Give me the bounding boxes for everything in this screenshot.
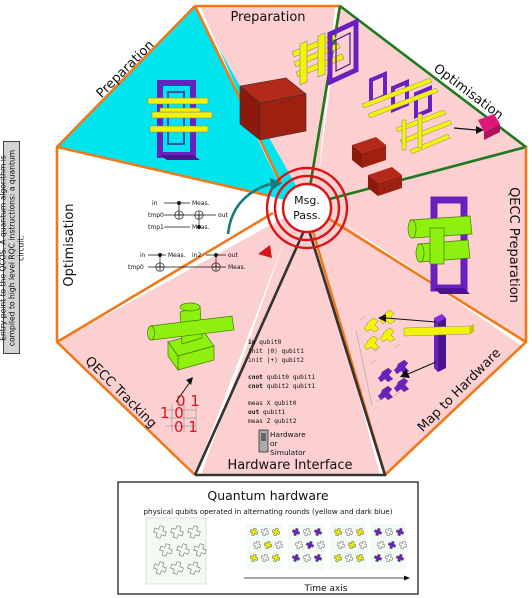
circuit-lower-meas: Meas.	[168, 252, 186, 259]
code-line: init |0⟩ qubit1	[248, 348, 304, 355]
hardware-lattice-qubits	[152, 524, 207, 575]
circuit-lower-meas2: Meas.	[228, 264, 246, 271]
device-label-line1: Hardware	[270, 430, 306, 439]
code-line: cnot qubit2 qubit1	[248, 383, 315, 390]
label-hardware-interface: Hardware Interface	[227, 458, 352, 473]
code-line: init |+⟩ qubit2	[248, 357, 304, 364]
code-line: meas Z qubit2	[248, 418, 297, 425]
hardware-title: Quantum hardware	[207, 488, 329, 503]
tracking-digits-row3: 0 1	[174, 418, 198, 436]
circuit-upper-tmp0: tmp0	[148, 212, 164, 219]
entry-point-note: Entry point to the QCOS. A quantum algor…	[3, 141, 20, 354]
hardware-subtitle: physical qubits operated in alternating …	[143, 507, 392, 516]
circuit-lower-tmp0: tmp0	[128, 264, 144, 271]
label-qecc-preparation: QECC Preparation	[506, 187, 521, 303]
circuit-lower-in2: in2	[192, 252, 201, 259]
hub-label-line2: Pass.	[293, 209, 321, 222]
code-line: cnot qubit0 qubit1	[248, 374, 315, 381]
circuit-upper-out: out	[218, 212, 228, 219]
device-label-line2: or	[270, 439, 279, 448]
circuit-lower-in: in	[140, 252, 146, 259]
circuit-upper-in: in	[152, 200, 158, 207]
circuit-upper-meas2: Meas.	[192, 224, 210, 231]
time-axis-label: Time axis	[304, 584, 348, 594]
label-optimisation-left: Optimisation	[62, 203, 77, 286]
code-line: in qubit0	[248, 338, 282, 346]
entry-point-note-text: Entry point to the QCOS. A quantum algor…	[0, 145, 25, 350]
device-label-line3: Simulator	[270, 448, 307, 457]
code-line: out qubit1	[248, 409, 286, 416]
label-preparation-top: Preparation	[230, 10, 305, 25]
circuit-upper-meas: Meas.	[192, 200, 210, 207]
circuit-upper-tmp1: tmp1	[148, 224, 164, 231]
hub-label-line1: Msg.	[294, 194, 320, 207]
code-line: meas X qubit0	[248, 400, 297, 407]
circuit-lower-out: out	[228, 252, 238, 259]
hardware-or-simulator-device	[259, 430, 268, 452]
